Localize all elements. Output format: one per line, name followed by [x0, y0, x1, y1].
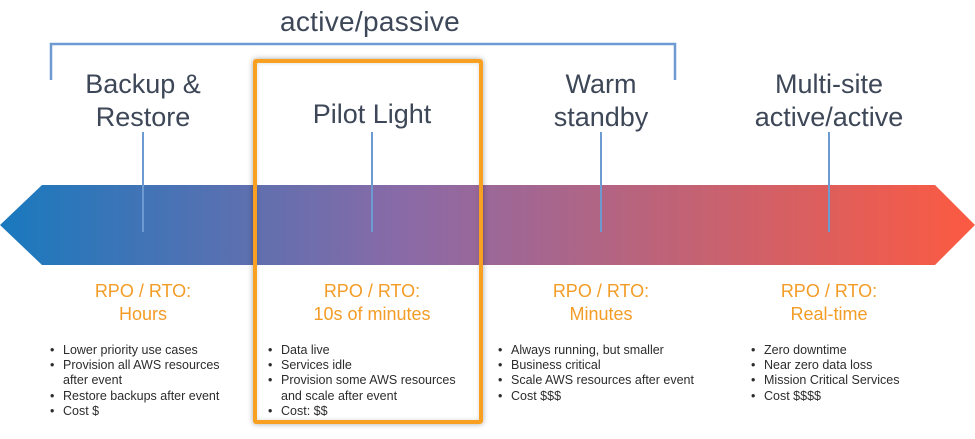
active-passive-bracket: [49, 42, 677, 80]
strategy-title-warm-standby: Warm standby: [521, 68, 681, 134]
rpo-value: Minutes: [569, 304, 633, 324]
title-line: Multi-site: [774, 69, 883, 99]
strategy-title-pilot-light: Pilot Light: [292, 98, 452, 131]
bullet-item: Cost $: [50, 404, 250, 419]
bullet-item: Always running, but smaller: [498, 343, 713, 358]
bullet-item: Near zero data loss: [751, 358, 951, 373]
title-line: Restore: [95, 102, 191, 132]
bullets-backup-restore: Lower priority use cases Provision all A…: [50, 343, 250, 419]
active-passive-label: active/passive: [279, 6, 461, 37]
title-line: Pilot Light: [312, 99, 432, 129]
title-line: Warm: [565, 69, 637, 99]
bullet-item: Scale AWS resources after event: [498, 373, 713, 388]
bullet-item: Cost $$$: [498, 389, 713, 404]
rpo-value: 10s of minutes: [313, 304, 431, 324]
bullet-item: Zero downtime: [751, 343, 951, 358]
title-line: Backup &: [85, 69, 201, 99]
bullet-item: Cost: $$: [268, 404, 478, 419]
bullet-item: Lower priority use cases: [50, 343, 250, 358]
bullet-item: Provision some AWS resources: [268, 373, 478, 388]
bullet-item: Restore backups after event: [50, 389, 250, 404]
pilot-light-highlight-box: [253, 59, 483, 424]
rpo-rto-multi-site: RPO / RTO: Real-time: [739, 280, 919, 326]
spectrum-arrow: [0, 185, 975, 265]
bullet-item: Services idle: [268, 358, 478, 373]
bullet-item: Cost $$$$: [751, 389, 951, 404]
strategy-title-backup-restore: Backup & Restore: [63, 68, 223, 134]
rpo-rto-pilot-light: RPO / RTO: 10s of minutes: [282, 280, 462, 326]
bullets-warm-standby: Always running, but smaller Business cri…: [498, 343, 713, 404]
title-line: standby: [553, 102, 649, 132]
rpo-label: RPO / RTO:: [94, 281, 192, 301]
bullet-item: Data live: [268, 343, 478, 358]
rpo-value: Hours: [118, 304, 167, 324]
bullet-item: Mission Critical Services: [751, 373, 951, 388]
title-line: active/active: [754, 102, 904, 132]
bullet-item: Business critical: [498, 358, 713, 373]
bullet-continuation: and scale after event: [281, 388, 398, 403]
rpo-label: RPO / RTO:: [552, 281, 650, 301]
bullets-multi-site: Zero downtime Near zero data loss Missio…: [751, 343, 951, 404]
rpo-rto-backup-restore: RPO / RTO: Hours: [53, 280, 233, 326]
strategy-title-multi-site: Multi-site active/active: [739, 68, 919, 134]
rpo-label: RPO / RTO:: [323, 281, 421, 301]
bullets-pilot-light: Data live Services idle Provision some A…: [268, 343, 478, 419]
bullet-item: Provision all AWS resources: [50, 358, 250, 373]
rpo-rto-warm-standby: RPO / RTO: Minutes: [511, 280, 691, 326]
bullet-continuation: after event: [63, 373, 123, 388]
rpo-label: RPO / RTO:: [780, 281, 878, 301]
rpo-value: Real-time: [790, 304, 868, 324]
